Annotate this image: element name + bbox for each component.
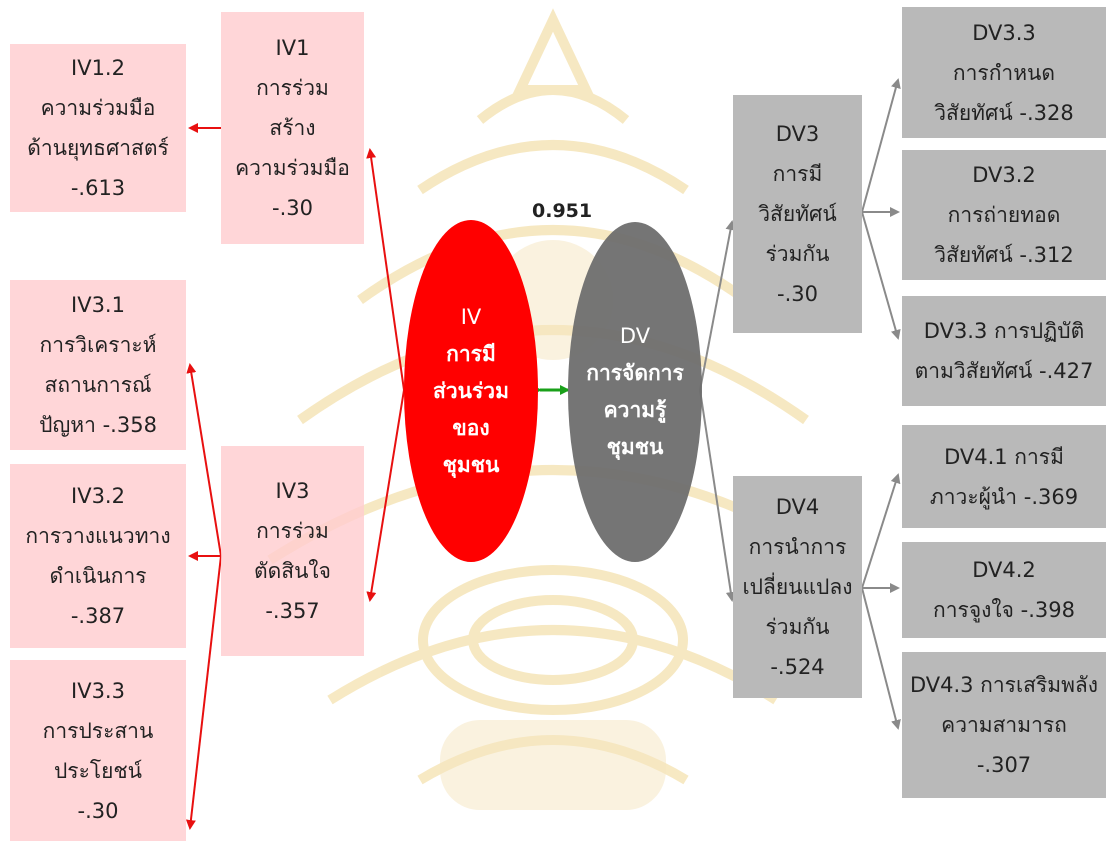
box-text-line: วิสัยทัศน์ <box>758 202 837 226</box>
box-text-line: เปลี่ยนแปลง <box>742 575 853 599</box>
box-iv3-3: IV3.3 การประสาน ประโยชน์ -.30 <box>10 660 186 841</box>
box-text-line: -.524 <box>770 655 825 679</box>
arrow-iv-to-iv1 <box>366 148 405 391</box>
iv-text-line: ของ <box>452 415 490 440</box>
arrow-iv3-to-iv3-3 <box>185 555 222 830</box>
box-dv3: DV3 การมี วิสัยทัศน์ ร่วมกัน -.30 <box>733 95 862 333</box>
box-iv3: IV3 การร่วม ตัดสินใจ -.357 <box>221 446 364 656</box>
box-text-line: ตัดสินใจ <box>253 559 331 583</box>
box-text-line: DV3.2 <box>972 163 1036 187</box>
box-text-line: IV3.1 <box>71 293 125 317</box>
arrow-dv4-to-dv4-1 <box>861 473 901 589</box>
box-text-line: IV1 <box>275 36 310 60</box>
box-text-line: -.387 <box>70 604 126 628</box>
box-dv3-2: DV3.2 การถ่ายทอด วิสัยทัศน์ -.312 <box>902 150 1106 280</box>
box-text-line: DV4.3 การเสริมพลัง <box>909 673 1099 697</box>
box-iv1: IV1 การร่วม สร้าง ความร่วมมือ -.30 <box>221 12 364 244</box>
dv-text-line: การจัดการ <box>586 361 684 385</box>
dv-label: DV <box>619 324 651 348</box>
iv-ellipse: IV การมี ส่วนร่วม ของ ชุมชน <box>404 220 538 562</box>
correlation-value: 0.951 <box>532 200 593 222</box>
box-dv4-1: DV4.1 การมี ภาวะผู้นำ -.369 <box>902 425 1106 528</box>
iv-text-line: การมี <box>446 341 496 366</box>
box-text-line: ตามวิสัยทัศน์ -.427 <box>914 359 1094 383</box>
arrow-dv-to-dv4 <box>699 389 736 602</box>
box-iv1-2: IV1.2 ความร่วมมือ ด้านยุทธศาสตร์ -.613 <box>10 44 186 212</box>
box-text-line: การนำการ <box>748 535 847 559</box>
box-text-line: ปัญหา -.358 <box>39 413 157 437</box>
arrow-dv3-to-dv3-3a <box>861 78 901 213</box>
box-dv3-3a: DV3.3 การกำหนด วิสัยทัศน์ -.328 <box>902 7 1106 138</box>
box-text-line: IV3.2 <box>71 484 125 508</box>
box-text-line: การวางแนวทาง <box>25 524 171 548</box>
box-text-line: ภาวะผู้นำ -.369 <box>929 484 1079 509</box>
box-text-line: -.30 <box>272 196 313 220</box>
box-text-line: การมี <box>772 162 823 186</box>
box-text-line: ประโยชน์ <box>53 758 143 783</box>
dv-text-line: ชุมชน <box>606 435 664 459</box>
dv-text-line: ความรู้ <box>603 398 667 422</box>
box-iv3-1: IV3.1 การวิเคราะห์ สถานการณ์ ปัญหา -.358 <box>10 280 186 450</box>
box-text-line: ความร่วมมือ <box>40 96 156 120</box>
box-text-line: ร่วมกัน <box>765 242 830 266</box>
box-text-line: IV3 <box>275 479 310 503</box>
box-text-line: การร่วม <box>256 76 329 100</box>
box-text-line: สร้าง <box>269 116 316 140</box>
box-text-line: การกำหนด <box>952 60 1056 85</box>
iv-text-line: ชุมชน <box>442 452 500 477</box>
arrow-dv-to-dv3 <box>699 220 736 391</box>
box-text-line: ความร่วมมือ <box>235 156 350 180</box>
box-text-line: DV3 <box>775 122 820 146</box>
box-text-line: -.307 <box>976 753 1032 777</box>
iv-text-line: ส่วนร่วม <box>433 378 509 403</box>
arrow-dv3-to-dv3-3b <box>861 211 901 340</box>
box-text-line: ด้านยุทธศาสตร์ <box>27 136 169 160</box>
box-text-line: การประสาน <box>42 718 154 743</box>
box-text-line: DV4 <box>775 495 820 519</box>
box-text-line: การถ่ายทอด <box>947 203 1061 227</box>
box-dv4-3: DV4.3 การเสริมพลัง ความสามารถ -.307 <box>902 652 1106 798</box>
box-iv3-2: IV3.2 การวางแนวทาง ดำเนินการ -.387 <box>10 464 186 648</box>
box-text-line: ร่วมกัน <box>765 615 830 639</box>
box-text-line: สถานการณ์ <box>44 373 152 397</box>
box-dv4: DV4 การนำการ เปลี่ยนแปลง ร่วมกัน -.524 <box>733 476 862 698</box>
box-text-line: -.30 <box>777 282 818 306</box>
box-text-line: วิสัยทัศน์ -.312 <box>934 243 1074 267</box>
box-dv4-2: DV4.2 การจูงใจ -.398 <box>902 542 1106 638</box>
iv-label: IV <box>460 304 482 329</box>
box-text-line: -.30 <box>77 798 119 823</box>
arrow-iv3-to-iv3-1 <box>186 363 222 557</box>
box-text-line: วิสัยทัศน์ -.328 <box>934 100 1074 125</box>
box-text-line: DV4.2 <box>972 558 1036 582</box>
box-text-line: IV1.2 <box>71 56 125 80</box>
box-text-line: การร่วม <box>256 519 329 543</box>
box-text-line: -.613 <box>70 176 126 200</box>
box-text-line: DV3.3 <box>972 20 1036 45</box>
box-text-line: ความสามารถ <box>941 713 1067 737</box>
dv-ellipse: DV การจัดการ ความรู้ ชุมชน <box>568 222 702 562</box>
box-text-line: -.357 <box>265 599 320 623</box>
arrow-iv-to-iv3 <box>366 389 405 602</box>
box-text-line: การจูงใจ -.398 <box>933 598 1075 622</box>
box-text-line: DV3.3 การปฏิบัติ <box>923 319 1085 343</box>
box-text-line: การวิเคราะห์ <box>39 333 157 357</box>
box-dv3-3b: DV3.3 การปฏิบัติ ตามวิสัยทัศน์ -.427 <box>902 296 1106 406</box>
box-text-line: DV4.1 การมี <box>944 444 1064 469</box>
box-text-line: ดำเนินการ <box>49 564 147 588</box>
box-text-line: IV3.3 <box>71 678 125 703</box>
arrow-dv4-to-dv4-3 <box>861 587 901 730</box>
